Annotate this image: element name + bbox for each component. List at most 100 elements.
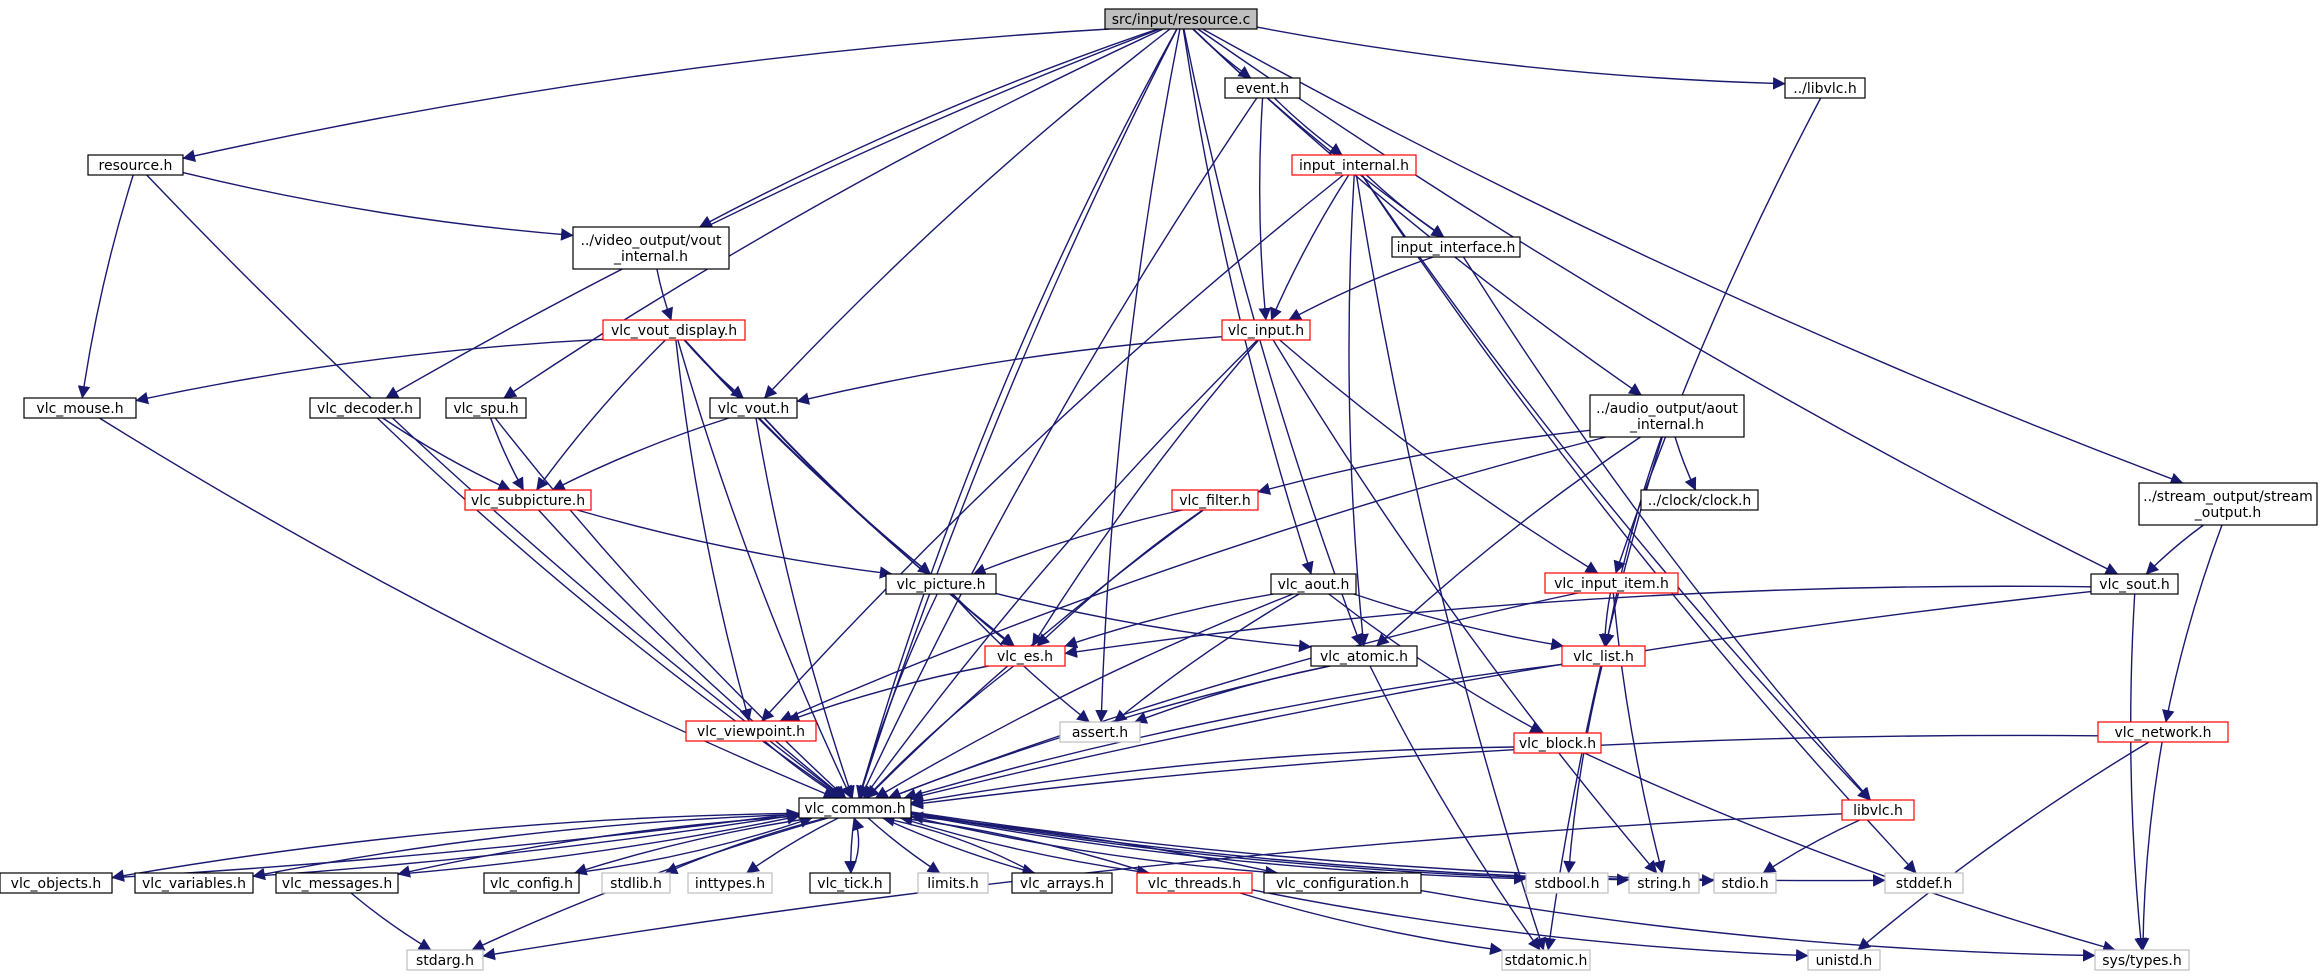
node-box	[1561, 645, 1646, 667]
node-vlc-vout-h[interactable]: vlc_vout.h	[709, 397, 798, 419]
node-label: vlc_vout_display.h	[611, 323, 737, 339]
edge-vlc-atomic-to-stdatomic-h	[1369, 665, 1541, 951]
node-box	[1589, 394, 1745, 438]
node-resource-h[interactable]: resource.h	[87, 154, 184, 176]
node-vlc-atomic-h[interactable]: vlc_atomic.h	[1310, 645, 1418, 667]
node-stdlib-h[interactable]: stdlib.h	[601, 872, 671, 894]
node-label: vlc_sout.h	[2099, 577, 2169, 593]
node-vlc-decoder-h[interactable]: vlc_decoder.h	[309, 397, 421, 419]
node-vlc-subpicture-h[interactable]: vlc_subpicture.h	[464, 489, 592, 511]
edge-input-interface-to-vlc-input	[1288, 256, 1434, 321]
edge-vlc-viewpoint-to-vlc-common	[764, 740, 843, 799]
node-vlc-arrays-h[interactable]: vlc_arrays.h	[1011, 872, 1113, 894]
edge-aout-internal-to-clock-h	[1674, 436, 1697, 491]
node-vlc-tick-h[interactable]: vlc_tick.h	[809, 872, 891, 894]
node-vlc-mouse-h[interactable]: vlc_mouse.h	[23, 397, 137, 419]
node-vlc-block-h[interactable]: vlc_block.h	[1513, 732, 1602, 754]
node-label: vlc_filter.h	[1179, 493, 1250, 509]
node-video-output-vout-internal-h[interactable]: ../video_output/vout_internal.h	[572, 226, 730, 270]
node-src-input-resource-c[interactable]: src/input/resource.c	[1104, 8, 1258, 30]
node-assert-h[interactable]: assert.h	[1059, 721, 1141, 743]
node-stddef-h[interactable]: stddef.h	[1884, 872, 1964, 894]
node-unistd-h[interactable]: unistd.h	[1807, 949, 1881, 971]
edge-vlc-decoder-to-vlc-subpicture	[382, 417, 511, 491]
node-vlc-network-h[interactable]: vlc_network.h	[2097, 721, 2229, 743]
edge-vlc-subpicture-to-vlc-picture	[577, 509, 893, 579]
node-box	[0, 872, 113, 894]
node-vlc-sout-h[interactable]: vlc_sout.h	[2090, 573, 2179, 595]
edge-vlc-input-to-vlc-es	[1031, 339, 1260, 647]
node-vlc-viewpoint-h[interactable]: vlc_viewpoint.h	[685, 720, 817, 742]
node-vlc-common-h[interactable]: vlc_common.h	[798, 797, 912, 819]
node-event-h[interactable]: event.h	[1224, 77, 1301, 99]
node-label: vlc_configuration.h	[1276, 876, 1409, 892]
node-vlc-input-item-h[interactable]: vlc_input_item.h	[1544, 572, 1679, 594]
node-stream-output-stream-output-h[interactable]: ../stream_output/stream_output.h	[2138, 482, 2318, 526]
node-stdatomic-h[interactable]: stdatomic.h	[1501, 949, 1591, 971]
node-vlc-spu-h[interactable]: vlc_spu.h	[445, 397, 527, 419]
edge-vlc-messages-to-vlc-common	[397, 812, 800, 875]
edge-vlc-common-to-limits-h	[867, 817, 941, 874]
edge-input-internal-to-stddef-h	[1361, 174, 1917, 874]
node-vlc-messages-h[interactable]: vlc_messages.h	[275, 872, 399, 894]
node-label: vlc_input.h	[1228, 323, 1304, 339]
node-label: ../clock/clock.h	[1648, 493, 1752, 509]
node-box	[1224, 77, 1301, 99]
node-libvlc-h[interactable]: ../libvlc.h	[1784, 77, 1866, 99]
edge-vlc-threads-to-stdatomic-h	[1239, 892, 1503, 956]
node-stdbool-h[interactable]: stdbool.h	[1525, 872, 1609, 894]
node-vlc-variables-h[interactable]: vlc_variables.h	[134, 872, 254, 894]
node-limits-h[interactable]: limits.h	[917, 872, 989, 894]
edge-input-interface-to-libvlc-h	[1462, 256, 1872, 801]
edge-vlc-es-to-vlc-common	[865, 665, 1015, 799]
node-audio-output-aout-internal-h[interactable]: ../audio_output/aout_internal.h	[1589, 394, 1745, 438]
node-box	[1784, 77, 1866, 99]
node-box	[687, 872, 773, 894]
node-inttypes-h[interactable]: inttypes.h	[687, 872, 773, 894]
edge-vlc-vout-to-vlc-common	[755, 417, 855, 799]
node-vlc-picture-h[interactable]: vlc_picture.h	[885, 573, 997, 595]
edge-vlc-tick-to-vlc-common	[850, 817, 865, 874]
node-box	[709, 397, 798, 419]
node-box	[984, 645, 1066, 667]
node-input-internal-h[interactable]: input_internal.h	[1291, 154, 1417, 176]
node-vlc-es-h[interactable]: vlc_es.h	[984, 645, 1066, 667]
node-vlc-vout-display-h[interactable]: vlc_vout_display.h	[602, 319, 746, 341]
node-stdio-h[interactable]: stdio.h	[1713, 872, 1777, 894]
node-vlc-configuration-h[interactable]: vlc_configuration.h	[1263, 872, 1422, 894]
node-vlc-aout-h[interactable]: vlc_aout.h	[1270, 573, 1357, 595]
node-vlc-list-h[interactable]: vlc_list.h	[1561, 645, 1646, 667]
node-sys-types-h[interactable]: sys/types.h	[2094, 949, 2190, 971]
node-label: vlc_config.h	[490, 876, 573, 892]
node-label: sys/types.h	[2102, 953, 2181, 969]
node-vlc-input-h[interactable]: vlc_input.h	[1221, 319, 1311, 341]
edge-vlc-messages-to-stdarg-h	[350, 892, 432, 951]
node-input-interface-h[interactable]: input_interface.h	[1391, 236, 1521, 258]
edge-vlc-objects-to-vlc-common	[111, 808, 800, 879]
edge-input-internal-to-stdatomic-h	[1355, 174, 1546, 951]
node-vlc-config-h[interactable]: vlc_config.h	[483, 872, 580, 894]
node-box	[464, 489, 592, 511]
node-label: stdlib.h	[610, 876, 662, 892]
node-libvlc-h[interactable]: libvlc.h	[1841, 799, 1915, 821]
node-label: vlc_spu.h	[453, 401, 518, 417]
node-box	[1136, 872, 1253, 894]
node-clock-clock-h[interactable]: ../clock/clock.h	[1640, 489, 1759, 511]
edge-input-internal-to-input-interface	[1365, 174, 1445, 238]
node-label: libvlc.h	[1853, 803, 1903, 819]
node-label: string.h	[1637, 876, 1691, 892]
node-box	[406, 949, 484, 971]
node-vlc-threads-h[interactable]: vlc_threads.h	[1136, 872, 1253, 894]
edge-vlc-configuration-to-vlc-common	[910, 811, 1278, 874]
edge-input-internal-to-libvlc-h	[1361, 174, 1871, 801]
node-stdarg-h[interactable]: stdarg.h	[406, 949, 484, 971]
node-vlc-objects-h[interactable]: vlc_objects.h	[0, 872, 113, 894]
node-box	[2094, 949, 2190, 971]
node-vlc-filter-h[interactable]: vlc_filter.h	[1171, 489, 1259, 511]
edge-input-internal-to-vlc-viewpoint	[761, 174, 1344, 722]
node-box	[2138, 482, 2318, 526]
edge-sout-internal-to-vlc-sout	[2145, 524, 2204, 575]
edge-vlc-network-to-unistd-h	[1857, 741, 2150, 951]
node-string-h[interactable]: string.h	[1628, 872, 1700, 894]
edge-event-h-to-vlc-common	[860, 97, 1258, 799]
